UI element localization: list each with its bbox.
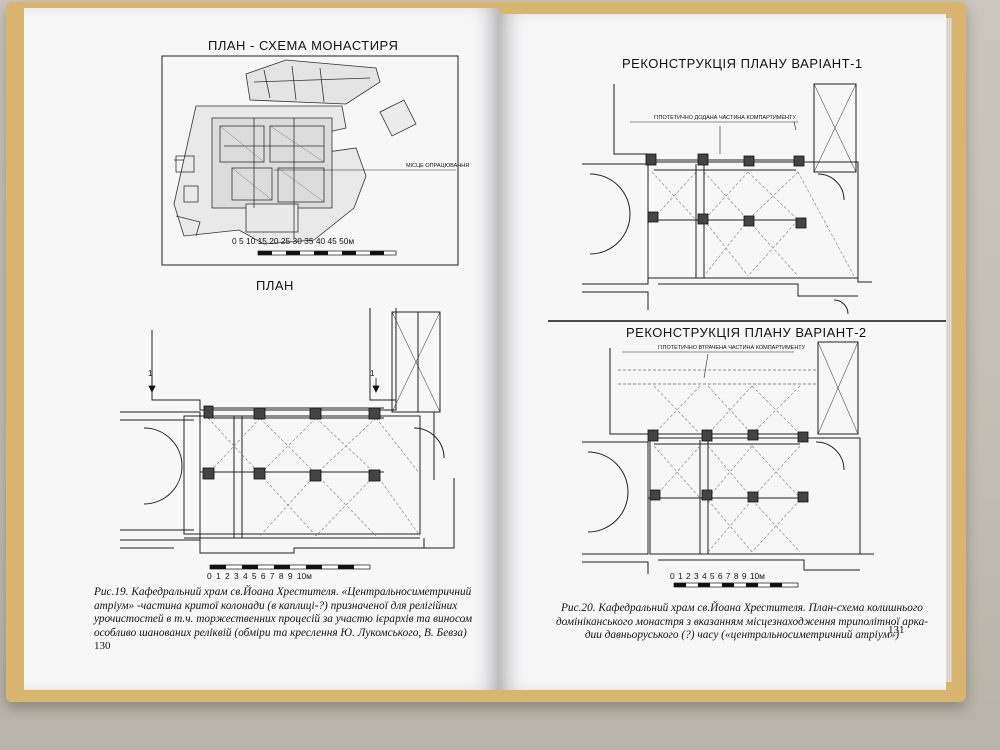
caption-line: особливо шанованих реліквій (обміри та к… <box>94 626 467 639</box>
caption-line: Рис.20. Кафедральний храм св.Йоана Хрест… <box>561 602 923 614</box>
caption-line: дии давньоруського (?) часу («центрально… <box>584 629 900 642</box>
variant2-drawing <box>582 341 874 588</box>
figure-20-caption: Рис.20. Кафедральний храм св.Йоана Хрест… <box>552 602 932 643</box>
site-scale-label: 0 5 10 15 20 25 30 35 40 45 50м <box>232 236 355 246</box>
left-page: ПЛАН - СХЕМА МОНАСТИРЯ <box>24 8 500 690</box>
site-plan-note: МІСЦЕ ОПРАЦЮВАННЯ <box>406 163 470 169</box>
variant2-note: ГІПОТЕТИЧНО ВТРАЧЕНА ЧАСТИНА КОМПАРТИМЕН… <box>658 345 806 351</box>
page-number-left: 130 <box>94 640 111 652</box>
caption-line: домініканського монастря з вказанням міс… <box>555 615 929 628</box>
left-plan-scale-bar <box>209 564 371 570</box>
variant1-title: РЕКОНСТРУКЦІЯ ПЛАНУ ВАРІАНТ-1 <box>622 56 863 71</box>
caption-line: атріум» -частина критої колонади (в капл… <box>94 599 458 612</box>
plan-title: ПЛАН <box>256 278 294 293</box>
right-page: РЕКОНСТРУКЦІЯ ПЛАНУ ВАРІАНТ-1 ГІПОТЕТИЧН… <box>498 14 952 690</box>
site-plan-title: ПЛАН - СХЕМА МОНАСТИРЯ <box>208 38 399 53</box>
variant1-note: ГІПОТЕТИЧНО ДОДАНА ЧАСТИНА КОМПАРТИМЕНТУ <box>654 115 796 121</box>
caption-line: Рис.19. Кафедральний храм св.Йоана Хрест… <box>94 586 472 598</box>
section-mark-left: 1 <box>148 369 153 378</box>
section-mark-right: 1 <box>370 369 375 378</box>
right-plan-scale-bar <box>673 582 799 588</box>
atrium-plan-drawing <box>120 308 455 570</box>
page-number-right: 131 <box>888 624 905 636</box>
caption-line: урочистостей в т.ч. торжественних процес… <box>94 613 473 626</box>
figure-19-caption: Рис.19. Кафедральний храм св.Йоана Хрест… <box>94 586 494 640</box>
site-plan-drawing <box>161 55 459 266</box>
left-plan-scale-label: 0 1 2 3 4 5 6 7 8 9 10м <box>207 571 312 581</box>
right-plan-scale-label: 0 1 2 3 4 5 6 7 8 9 10м <box>670 571 765 581</box>
variant1-drawing <box>548 83 946 322</box>
variant2-title: РЕКОНСТРУКЦІЯ ПЛАНУ ВАРІАНТ-2 <box>626 325 867 340</box>
site-scale-bar <box>257 250 397 256</box>
